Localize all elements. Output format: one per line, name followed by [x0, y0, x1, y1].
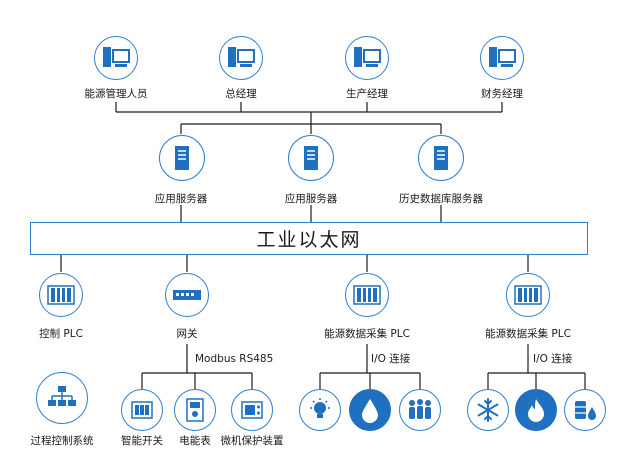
server-icon	[159, 135, 205, 181]
node-label-gateway: 网关	[176, 328, 198, 340]
fuel-tank-icon	[564, 389, 606, 431]
node-label-protection-device: 微机保护装置	[220, 435, 284, 447]
workstation-icon	[219, 36, 263, 80]
lightbulb-icon	[299, 389, 341, 431]
workstation-icon	[480, 36, 524, 80]
node-label-energy-plc-1: 能源数据采集 PLC	[324, 328, 410, 340]
node-label-control-plc: 控制 PLC	[39, 328, 83, 340]
switch-icon	[121, 389, 163, 431]
node-label-process-control: 过程控制系统	[30, 435, 94, 447]
workstation-icon	[345, 36, 389, 80]
node-label-smart-switch: 智能开关	[121, 435, 163, 447]
server-icon	[288, 135, 334, 181]
node-label-production-manager: 生产经理	[346, 88, 388, 100]
node-label-history-db-server: 历史数据库服务器	[399, 193, 483, 205]
node-label-app-server-2: 应用服务器	[284, 193, 338, 205]
hierarchy-icon	[36, 372, 88, 424]
plc-icon	[506, 273, 550, 317]
people-icon	[399, 389, 441, 431]
workstation-icon	[94, 36, 138, 80]
node-label-app-server-1: 应用服务器	[154, 193, 208, 205]
gateway-icon	[165, 273, 209, 317]
connection-label-io-2: I/O 连接	[533, 353, 573, 365]
industrial-ethernet-bus: 工业以太网	[30, 222, 588, 255]
snowflake-icon	[467, 389, 509, 431]
connection-label-io-1: I/O 连接	[371, 353, 411, 365]
plc-icon	[39, 273, 83, 317]
node-label-finance-manager: 财务经理	[481, 88, 523, 100]
node-label-energy-meter: 电能表	[179, 435, 211, 447]
node-label-energy-plc-2: 能源数据采集 PLC	[485, 328, 571, 340]
water-drop-icon	[349, 389, 391, 431]
connection-label-modbus: Modbus RS485	[195, 353, 274, 365]
plc-icon	[345, 273, 389, 317]
node-label-general-manager: 总经理	[225, 88, 257, 100]
meter-icon	[174, 389, 216, 431]
flame-icon	[515, 389, 557, 431]
node-label-energy-manager: 能源管理人员	[84, 88, 148, 100]
protection-device-icon	[231, 389, 273, 431]
server-icon	[418, 135, 464, 181]
